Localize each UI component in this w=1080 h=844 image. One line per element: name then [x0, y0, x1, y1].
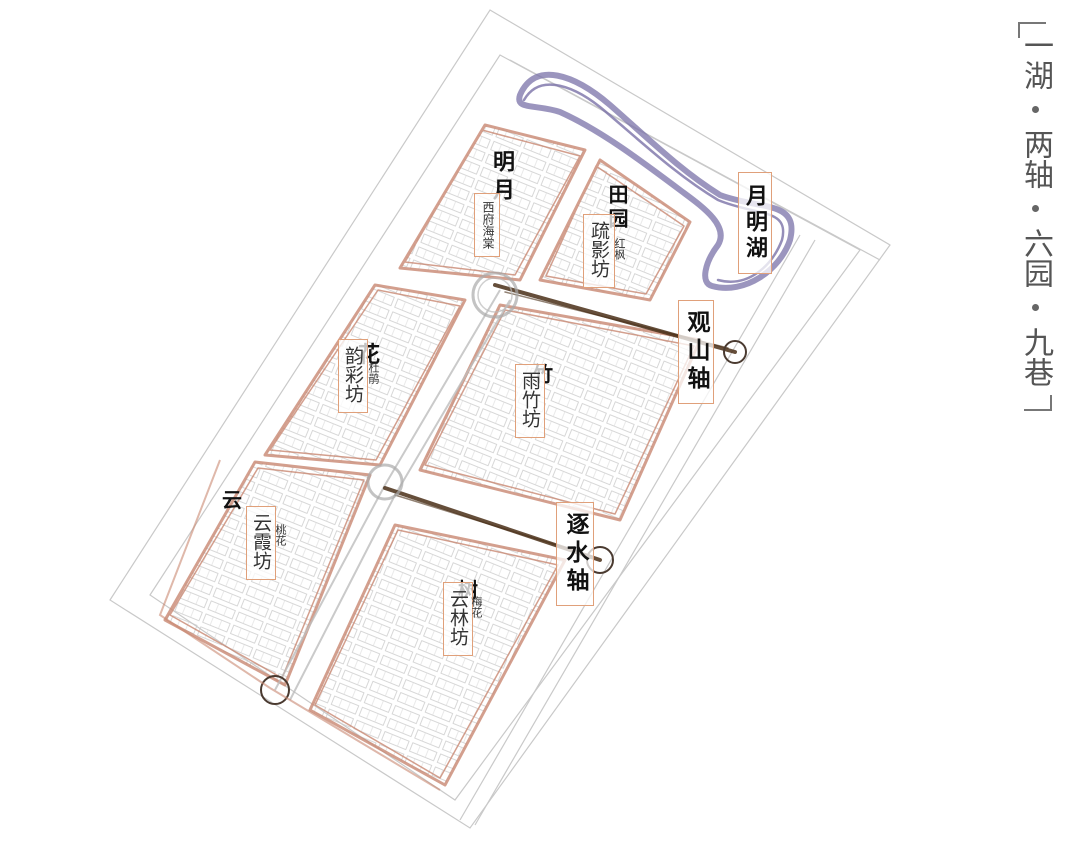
fang-shuying-box: 疏影坊 — [583, 214, 615, 288]
garden-yun: 云 — [222, 488, 242, 512]
title-bracket-open — [1018, 22, 1046, 38]
title-dot — [1031, 205, 1039, 212]
title-part-3: 六园 — [1018, 228, 1053, 288]
fang-yunxia: 云霞坊 — [250, 513, 272, 570]
title-dot — [1031, 106, 1039, 113]
title-dot — [1031, 304, 1039, 311]
fang-shuying-sub: 红枫 — [613, 238, 626, 260]
outer-brush — [158, 459, 441, 791]
block-tianyuan — [540, 160, 690, 300]
title-part-2: 两轴 — [1018, 129, 1053, 189]
guanshan-axis-label: 观山轴 — [678, 300, 714, 404]
fang-yunlin-sub: 梅花 — [470, 596, 483, 618]
fang-yunlin: 云林坊 — [447, 589, 469, 646]
moon-lake — [516, 71, 795, 291]
node-south — [260, 675, 290, 705]
block-zhu — [420, 305, 700, 520]
zhushui-axis-label: 逐水轴 — [556, 502, 594, 606]
block-shu — [310, 525, 565, 785]
node-center — [366, 463, 404, 501]
fang-yuzhu: 雨竹坊 — [519, 371, 541, 428]
fang-yunlin-box: 云林坊 — [443, 582, 473, 656]
fang-yuzhu-box: 雨竹坊 — [515, 364, 545, 438]
fang-shuying: 疏影坊 — [588, 221, 610, 278]
title-part-4: 九巷 — [1018, 327, 1053, 387]
node-guanshan-end — [723, 340, 747, 364]
fang-yuncai: 韵彩坊 — [342, 346, 364, 403]
lake-label: 月明湖 — [738, 172, 772, 274]
fang-yuncai-box: 韵彩坊 — [338, 339, 368, 413]
fang-yunxia-sub: 桃花 — [274, 524, 287, 546]
fang-yunxia-box: 云霞坊 — [246, 506, 276, 580]
fang-xifu: 西府海棠 — [474, 193, 500, 257]
plan-title: 一湖 两轴 六园 九巷 — [1010, 22, 1060, 411]
fang-yuncai-sub: 杜鹃 — [367, 362, 380, 384]
title-part-1: 一湖 — [1018, 30, 1053, 90]
title-bracket-close — [1024, 395, 1052, 411]
node-north — [471, 271, 519, 319]
